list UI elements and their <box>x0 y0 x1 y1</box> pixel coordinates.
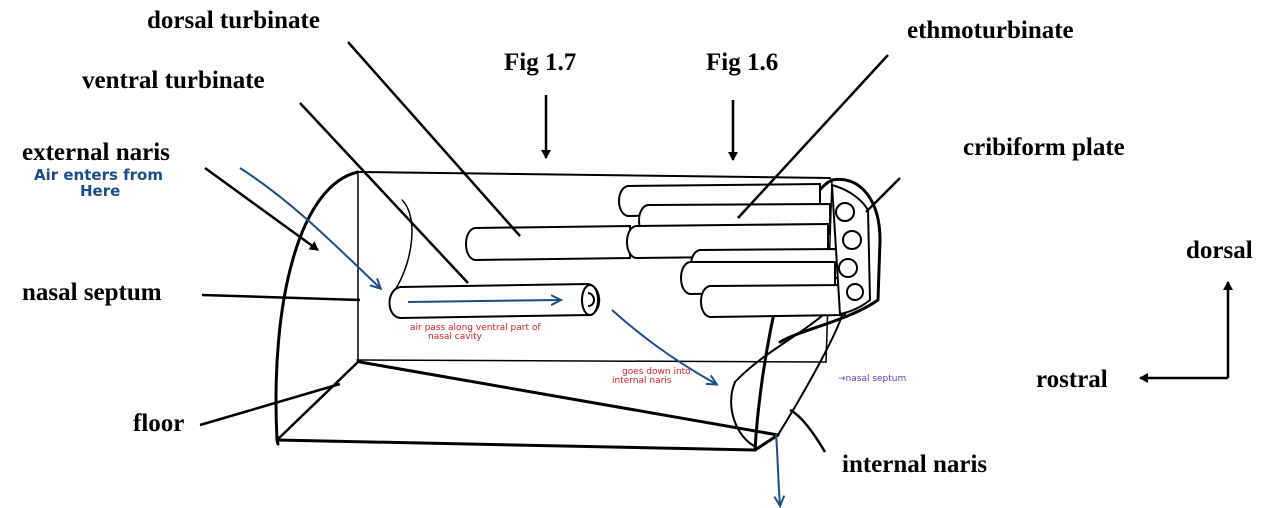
label-ventral-turbinate: ventral turbinate <box>82 67 265 94</box>
note-air-pass: air pass along ventral part of nasal cav… <box>410 323 541 343</box>
note-air-enters-line1: Air enters from <box>34 166 163 184</box>
ethmoturbinate-shapes <box>618 182 846 319</box>
leader-nasal-septum <box>201 293 361 302</box>
label-fig-1-7: Fig 1.7 <box>504 49 577 76</box>
label-cribiform-plate: cribiform plate <box>963 134 1125 161</box>
label-fig-1-6: Fig 1.6 <box>706 49 779 76</box>
note-air-pass-line1: air pass along ventral part of <box>410 323 541 333</box>
note-air-enters-line2: Here <box>80 181 121 200</box>
cribiform-plate-shape <box>830 183 872 316</box>
note-goes-down-line2: internal naris <box>612 376 672 387</box>
note-goes-down: goes down into internal naris <box>612 367 691 387</box>
leader-external-naris <box>204 166 319 252</box>
label-external-naris: external naris <box>22 139 170 166</box>
label-dorsal-turbinate: dorsal turbinate <box>147 7 320 34</box>
label-rostral: rostral <box>1036 366 1108 393</box>
leader-ventral-turbinate <box>299 102 469 284</box>
label-floor: floor <box>133 410 185 437</box>
label-dorsal: dorsal <box>1186 237 1253 264</box>
label-nasal-septum: nasal septum <box>22 279 162 306</box>
airflow-path <box>239 167 780 505</box>
orientation-compass <box>1139 281 1233 383</box>
note-nasal-septum: →nasal septum <box>838 374 907 384</box>
leader-ethmoturbinate <box>737 54 889 219</box>
label-ethmoturbinate: ethmoturbinate <box>907 17 1074 44</box>
leader-floor <box>199 382 341 427</box>
note-air-enters: Air enters from Here <box>34 166 163 200</box>
note-air-pass-line2: nasal cavity <box>428 332 482 343</box>
label-internal-naris: internal naris <box>842 451 988 478</box>
cavity-box <box>274 170 882 452</box>
leader-internal-naris <box>789 408 827 453</box>
leader-lines <box>199 41 901 453</box>
note-goes-down-line1: goes down into <box>622 367 691 377</box>
leader-dorsal-turbinate <box>347 41 521 237</box>
dorsal-turbinate-shape <box>465 224 631 262</box>
leader-cribiform-plate <box>865 177 901 213</box>
